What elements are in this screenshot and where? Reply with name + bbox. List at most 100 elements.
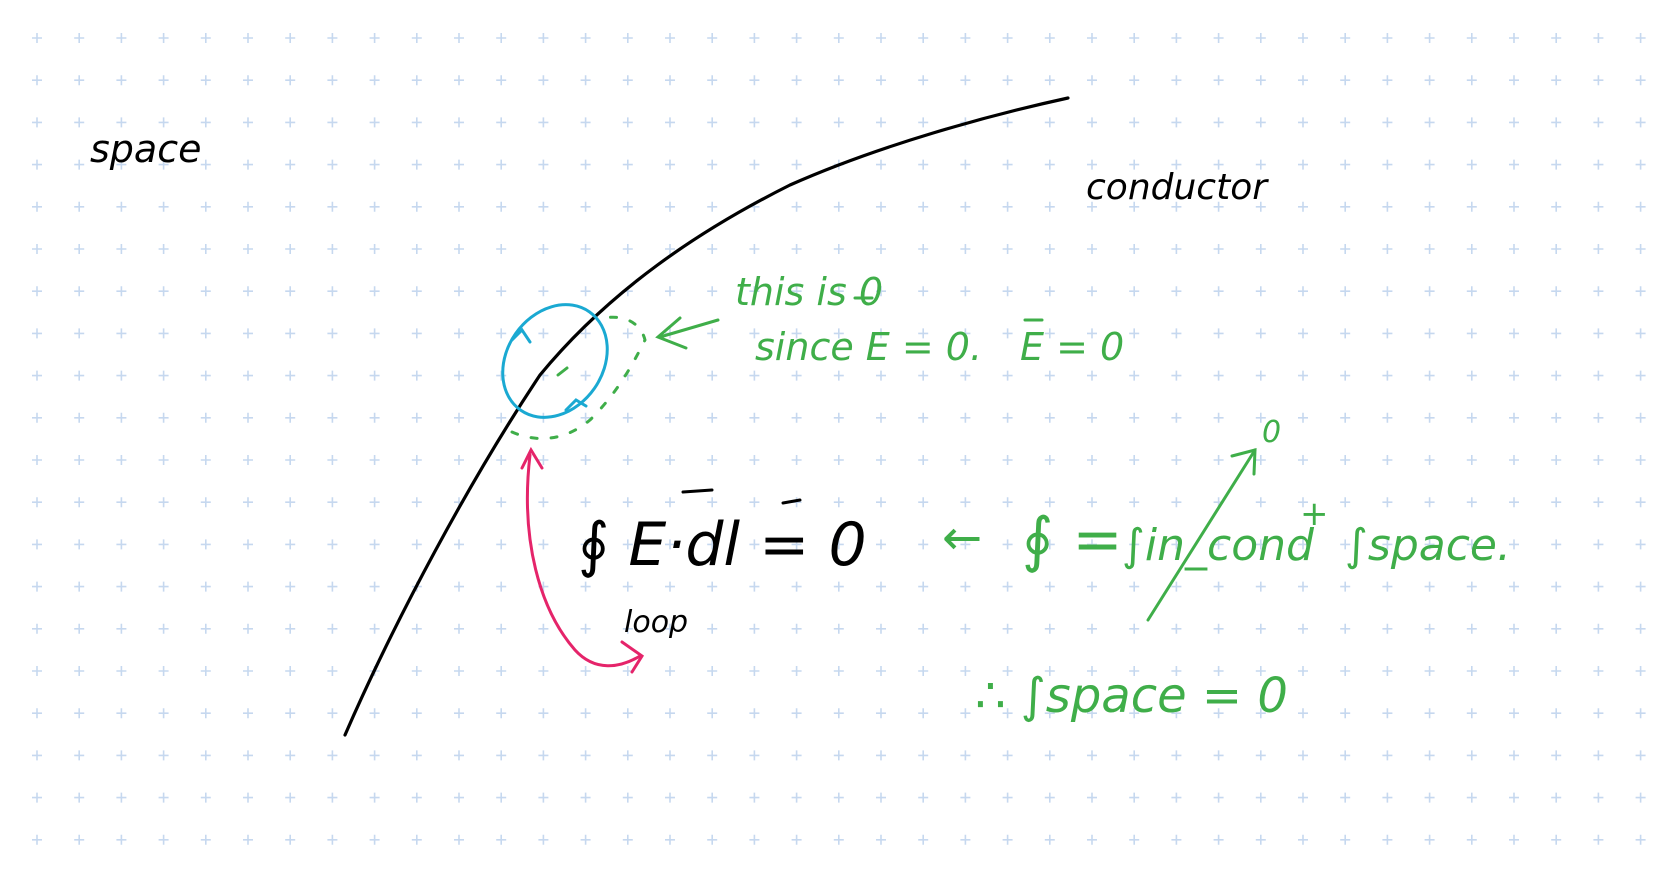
grid-plus-mark	[454, 666, 464, 676]
grid-plus-mark	[74, 666, 85, 676]
grid-plus-mark	[918, 455, 929, 465]
grid-plus-mark	[580, 286, 591, 297]
grid-plus-mark	[1382, 117, 1393, 128]
grid-plus-mark	[1087, 834, 1097, 845]
grid-plus-mark	[1087, 201, 1097, 212]
grid-plus-mark	[1509, 412, 1519, 423]
grid-plus-mark	[200, 412, 211, 423]
grid-plus-mark	[200, 455, 211, 465]
grid-plus-mark	[538, 328, 549, 339]
grid-plus-mark	[32, 201, 42, 212]
grid-plus-mark	[791, 286, 802, 297]
grid-plus-mark	[1129, 581, 1140, 592]
grid-plus-mark	[1466, 455, 1477, 465]
grid-plus-mark	[1213, 792, 1224, 803]
note-since-e-zero: since E = 0.	[755, 325, 982, 369]
grid-plus-mark	[538, 117, 549, 128]
grid-plus-mark	[1424, 159, 1435, 170]
grid-plus-mark	[918, 117, 929, 128]
grid-plus-mark	[876, 159, 886, 170]
grid-plus-mark	[411, 623, 422, 634]
grid-plus-mark	[369, 117, 380, 128]
grid-plus-mark	[1382, 581, 1393, 592]
grid-plus-mark	[1298, 666, 1308, 676]
grid-plus-mark	[918, 581, 929, 592]
grid-plus-mark	[200, 117, 211, 128]
grid-plus-mark	[791, 834, 802, 845]
grid-plus-mark	[833, 244, 844, 254]
grid-plus-mark	[1466, 539, 1477, 550]
grid-plus-mark	[454, 412, 464, 423]
grid-plus-mark	[1593, 412, 1604, 423]
dotted-loop-path	[510, 315, 647, 440]
grid-plus-mark	[74, 708, 85, 719]
grid-plus-mark	[158, 370, 169, 381]
grid-plus-mark	[327, 286, 338, 297]
grid-plus-mark	[1424, 328, 1435, 339]
grid-plus-mark	[74, 159, 85, 170]
grid-plus-mark	[116, 623, 127, 634]
grid-plus-mark	[1509, 792, 1519, 803]
grid-plus-mark	[1298, 328, 1308, 339]
grid-plus-mark	[1382, 792, 1393, 803]
grid-plus-mark	[1044, 201, 1055, 212]
grid-plus-mark	[158, 75, 169, 86]
grid-plus-mark	[158, 834, 169, 845]
grid-plus-mark	[1424, 834, 1435, 845]
grid-plus-mark	[833, 708, 844, 719]
grid-plus-mark	[1340, 834, 1351, 845]
grid-plus-mark	[411, 370, 422, 381]
grid-plus-mark	[285, 455, 296, 465]
grid-plus-mark	[876, 412, 886, 423]
grid-plus-mark	[1551, 750, 1562, 761]
grid-plus-mark	[285, 370, 296, 381]
grid-plus-mark	[327, 834, 338, 845]
grid-plus-mark	[749, 708, 760, 719]
grid-plus-mark	[1129, 75, 1140, 86]
grid-plus-mark	[833, 497, 844, 508]
grid-plus-mark	[1509, 286, 1519, 297]
grid-plus-mark	[1466, 244, 1477, 254]
grid-plus-mark	[1635, 370, 1646, 381]
grid-plus-mark	[158, 581, 169, 592]
grid-plus-mark	[1340, 75, 1351, 86]
grid-plus-mark	[1509, 370, 1519, 381]
grid-plus-mark	[200, 666, 211, 676]
grid-plus-mark	[369, 412, 380, 423]
grid-plus-mark	[32, 286, 42, 297]
grid-plus-mark	[1298, 159, 1308, 170]
grid-plus-mark	[1213, 666, 1224, 676]
grid-plus-mark	[622, 412, 633, 423]
grid-plus-mark	[285, 75, 296, 86]
grid-plus-mark	[749, 623, 760, 634]
grid-plus-mark	[580, 497, 591, 508]
plus-sign: +	[1300, 494, 1329, 534]
grid-plus-mark	[243, 244, 253, 254]
grid-plus-mark	[1044, 412, 1055, 423]
grid-plus-mark	[411, 834, 422, 845]
grid-plus-mark	[200, 75, 211, 86]
grid-plus-mark	[1002, 117, 1013, 128]
pointer-arrow-head	[655, 316, 688, 350]
grid-plus-mark	[200, 792, 211, 803]
grid-plus-mark	[918, 244, 929, 254]
grid-plus-mark	[538, 708, 549, 719]
grid-plus-mark	[1635, 834, 1646, 845]
grid-plus-mark	[580, 834, 591, 845]
grid-plus-mark	[285, 581, 296, 592]
grid-plus-mark	[327, 201, 338, 212]
grid-plus-mark	[665, 497, 675, 508]
grid-plus-mark	[158, 201, 169, 212]
grid-plus-mark	[285, 623, 296, 634]
grid-plus-mark	[1044, 75, 1055, 86]
grid-plus-mark	[1635, 201, 1646, 212]
grid-plus-mark	[707, 75, 718, 86]
grid-plus-mark	[833, 75, 844, 86]
grid-plus-mark	[1509, 497, 1519, 508]
grid-plus-mark	[580, 33, 591, 43]
grid-plus-mark	[1466, 328, 1477, 339]
grid-plus-mark	[1298, 623, 1308, 634]
grid-plus-mark	[1171, 328, 1182, 339]
grid-plus-mark	[1466, 286, 1477, 297]
grid-plus-mark	[580, 666, 591, 676]
